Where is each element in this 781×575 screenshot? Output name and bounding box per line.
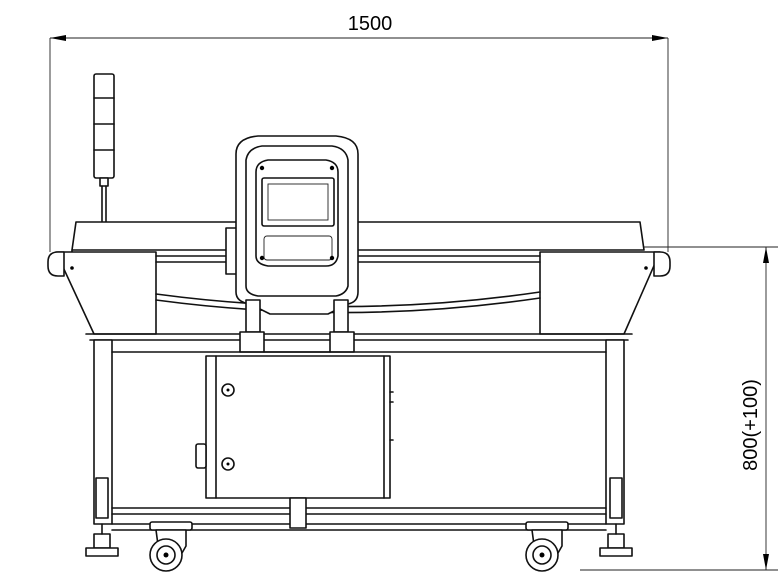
conveyor-side-frame-left [47,251,157,335]
control-cabinet [195,355,394,529]
height-dimension-label: 800(+100) [740,379,762,471]
caster-left [149,521,193,572]
frame-leg-right [599,339,633,557]
caster-right [525,521,569,572]
conveyor-side-frame-right [539,251,671,335]
width-dimension-label: 1500 [348,13,393,35]
signal-tower-light [93,73,115,223]
width-dimension: 1500 [49,13,669,252]
detector-display-screen [261,177,335,227]
detector-head [225,135,359,315]
belt-band [85,255,633,341]
height-dimension: 800(+100) [580,246,778,571]
bottom-frame-bar [111,507,607,531]
frame-leg-left [85,339,119,557]
